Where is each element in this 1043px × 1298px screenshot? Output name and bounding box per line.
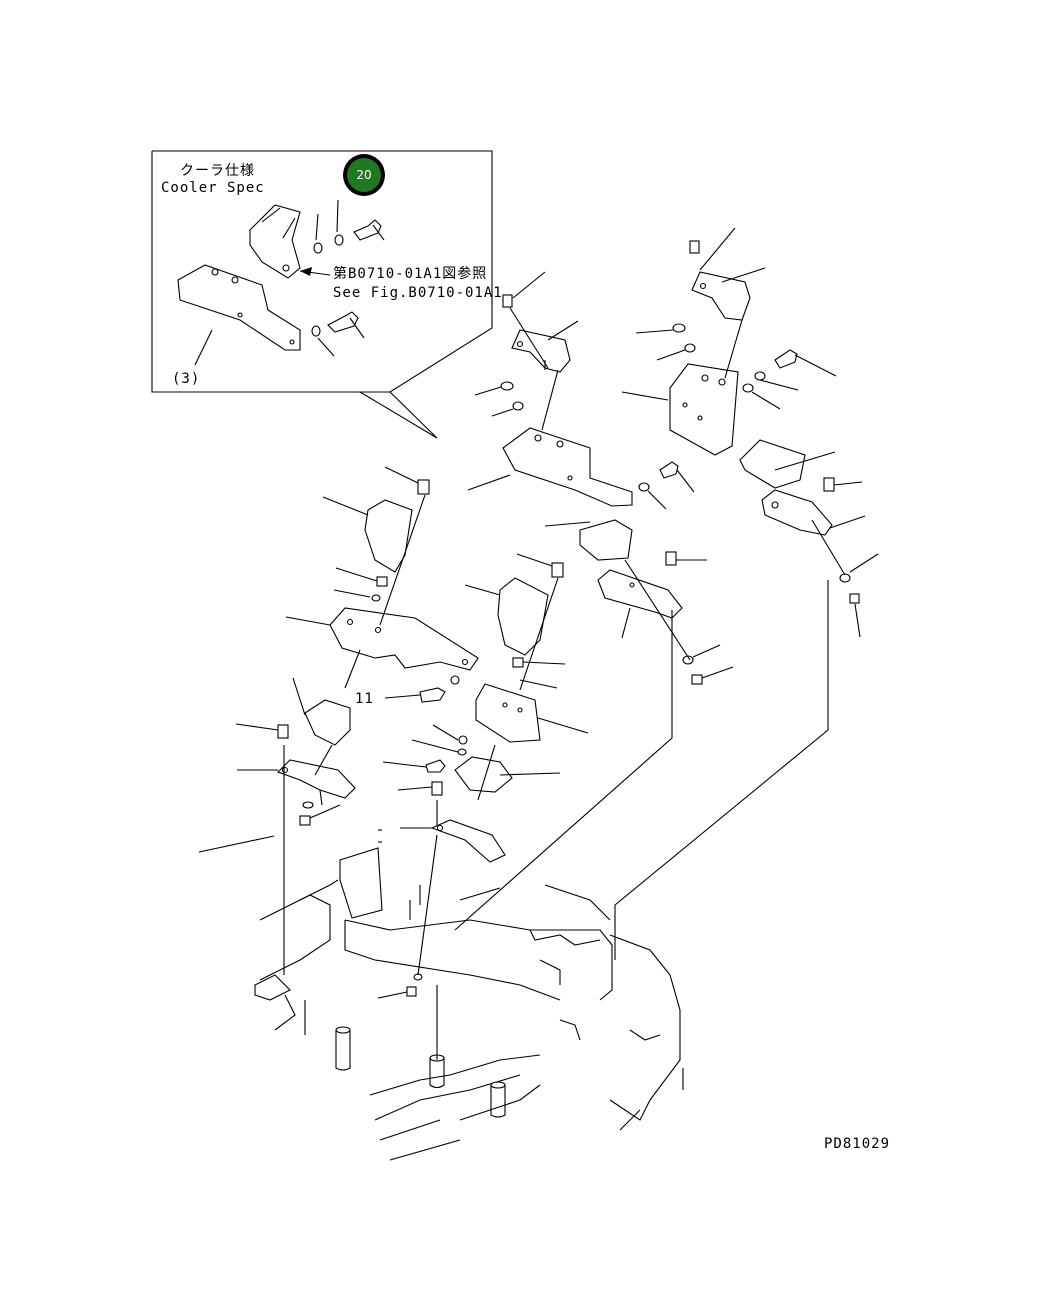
inset-arrow (299, 267, 331, 276)
inset-upper-bracket (249, 204, 301, 279)
center-mount-assembly (382, 553, 589, 976)
inset-washers-bolt (313, 199, 385, 254)
inset-reference-en: See Fig.B0710-01A1 (333, 285, 503, 301)
inset-title-jp: クーラ仕様 (180, 163, 255, 179)
marker-circle-fill (347, 158, 381, 192)
frame-pins (335, 973, 506, 1118)
cooler-spec-inset: クーラ仕様 Cooler Spec 第B0710-01A1図参照 See Fig… (151, 150, 503, 439)
leader-lines (454, 360, 829, 960)
position-marker[interactable]: 20 (343, 154, 385, 196)
frame (254, 829, 684, 1161)
inset-reference-jp: 第B0710-01A1図参照 (333, 265, 487, 282)
left-mount-assembly (198, 466, 479, 975)
middle-center-mount (544, 519, 734, 685)
callout-11-label: 11 (355, 691, 374, 707)
inset-part-label: (3) (172, 371, 200, 387)
marker-label: 20 (356, 168, 371, 182)
inset-title-en: Cooler Spec (161, 180, 265, 196)
upper-center-bracket (467, 271, 695, 510)
callout-11: 11 (355, 675, 460, 707)
upper-right-bracket (621, 227, 879, 638)
figure-code: PD81029 (824, 1136, 890, 1152)
inset-bracket-3 (177, 264, 301, 366)
inset-lower-bolt (311, 311, 365, 357)
